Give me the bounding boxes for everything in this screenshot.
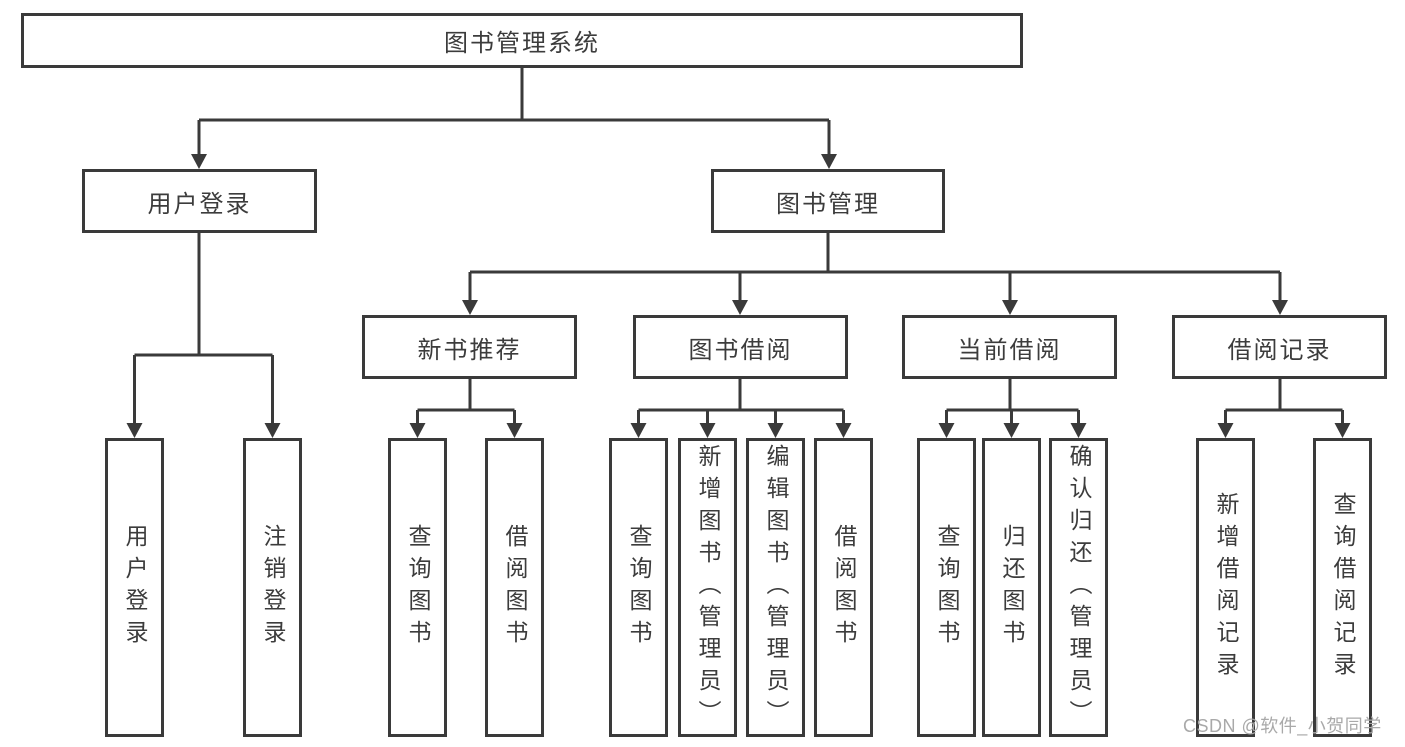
node-borrow-records: 借阅记录: [1172, 315, 1387, 379]
node-current-borrow: 当前借阅: [902, 315, 1117, 379]
leaf-borrow-books-recommend: 借阅图书: [485, 438, 544, 737]
node-label: 归还图书: [999, 523, 1025, 652]
node-label: 注销登录: [260, 523, 286, 652]
node-label: 图书管理: [776, 190, 880, 218]
node-label: 图书借阅: [688, 336, 793, 364]
node-label: 新书推荐: [417, 336, 522, 364]
leaf-query-books-borrow: 查询图书: [609, 438, 668, 737]
node-label: 查询图书: [405, 523, 431, 652]
csdn-watermark: CSDN @软件_小贺同学: [1183, 716, 1382, 736]
node-label: 新增图书（管理员）: [695, 443, 721, 732]
node-user-login: 用户登录: [82, 169, 317, 233]
leaf-return-books: 归还图书: [982, 438, 1041, 737]
node-label: 查询图书: [934, 523, 960, 652]
node-label: 编辑图书（管理员）: [763, 443, 789, 732]
leaf-query-books-current: 查询图书: [917, 438, 976, 737]
node-label: 确认归还（管理员）: [1066, 443, 1092, 732]
node-label: 用户登录: [122, 523, 148, 652]
leaf-edit-books-admin: 编辑图书（管理员）: [746, 438, 805, 737]
node-label: 查询借阅记录: [1330, 491, 1356, 684]
node-label: 借阅图书: [831, 523, 857, 652]
node-book-borrow: 图书借阅: [633, 315, 848, 379]
leaf-user-login: 用户登录: [105, 438, 164, 737]
node-label: 新增借阅记录: [1213, 491, 1239, 684]
node-new-book-recommend: 新书推荐: [362, 315, 577, 379]
leaf-add-books-admin: 新增图书（管理员）: [678, 438, 737, 737]
leaf-borrow-books-borrow: 借阅图书: [814, 438, 873, 737]
leaf-confirm-return-admin: 确认归还（管理员）: [1049, 438, 1108, 737]
leaf-add-borrow-record: 新增借阅记录: [1196, 438, 1255, 737]
node-label: 借阅记录: [1227, 336, 1332, 364]
node-label: 查询图书: [626, 523, 652, 652]
leaf-logout: 注销登录: [243, 438, 302, 737]
leaf-query-books-recommend: 查询图书: [388, 438, 447, 737]
node-label: 用户登录: [147, 190, 252, 218]
node-library-system: 图书管理系统: [21, 13, 1023, 68]
node-book-management: 图书管理: [711, 169, 945, 233]
node-label: 借阅图书: [502, 523, 528, 652]
node-label: 当前借阅: [957, 336, 1062, 364]
node-label: 图书管理系统: [444, 30, 600, 57]
leaf-query-borrow-record: 查询借阅记录: [1313, 438, 1372, 737]
